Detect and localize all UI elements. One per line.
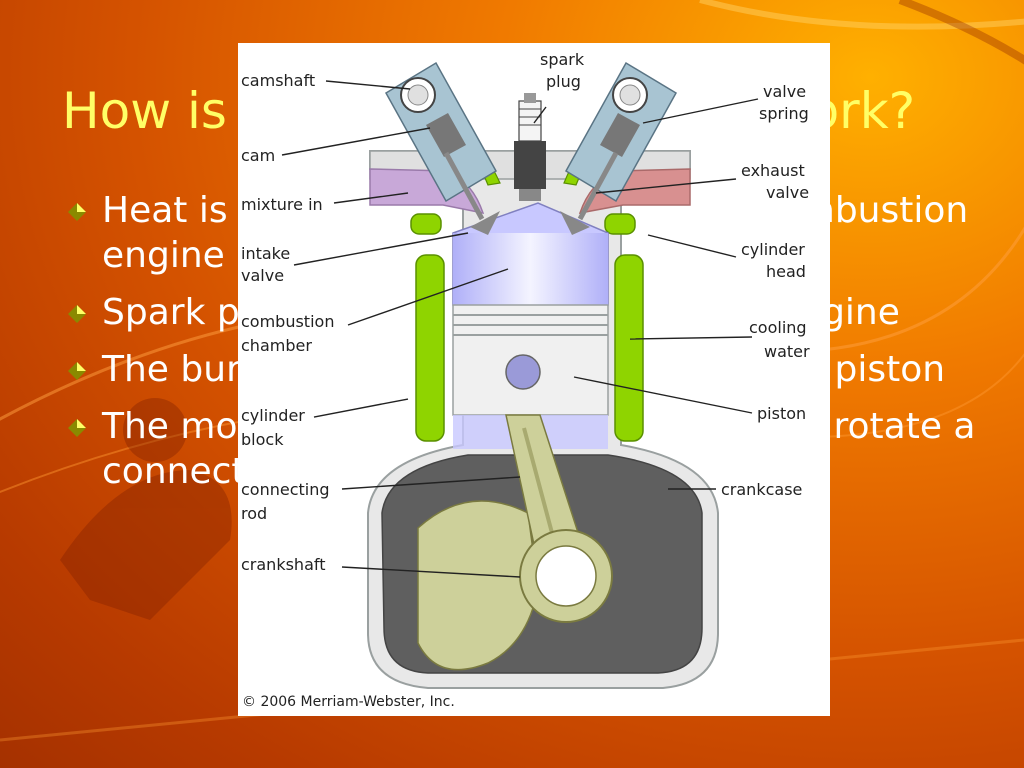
copyright-text: © 2006 Merriam-Webster, Inc. (242, 694, 455, 710)
label-exhaust-valve: exhaust (741, 161, 805, 180)
label-camshaft: camshaft (241, 71, 315, 90)
label-cooling-water: water (764, 342, 810, 361)
label-cylinder-head: head (766, 262, 806, 281)
label-crankcase: crankcase (721, 480, 802, 499)
cooling-water-left (415, 254, 445, 442)
diamond-bullet-icon (68, 203, 86, 221)
runner-silhouette-decoration (60, 398, 232, 620)
label-valve-spring: valve (763, 82, 806, 101)
label-piston: piston (757, 404, 806, 423)
label-exhaust-valve: valve (766, 183, 809, 202)
label-valve-spring: spring (759, 104, 809, 123)
label-combustion-chamber: combustion (241, 312, 334, 331)
label-combustion-chamber: chamber (241, 336, 312, 355)
engine-cross-section: camshaft spark plug valve spring cam exh… (241, 50, 810, 689)
label-connecting-rod: connecting (241, 480, 330, 499)
diamond-bullet-icon (68, 362, 86, 380)
label-cooling-water: cooling (749, 318, 807, 337)
label-mixture-in: mixture in (241, 195, 323, 214)
label-spark-plug: spark (540, 50, 585, 69)
label-intake-valve: valve (241, 266, 284, 285)
label-cam: cam (241, 146, 275, 165)
label-cylinder-head: cylinder (741, 240, 805, 259)
crank-counterweight (417, 500, 539, 671)
label-connecting-rod: rod (241, 504, 267, 523)
label-spark-plug: plug (546, 72, 581, 91)
cooling-water-right (614, 254, 644, 442)
label-cylinder-block: cylinder (241, 406, 305, 425)
label-cylinder-block: block (241, 430, 284, 449)
label-intake-valve: intake (241, 244, 290, 263)
exhaust-valve-assembly (560, 61, 678, 235)
spark-plug (514, 93, 546, 201)
piston (452, 304, 609, 416)
diamond-bullet-icon (68, 305, 86, 323)
leader-lines (281, 80, 759, 578)
label-crankshaft: crankshaft (241, 555, 326, 574)
engine-diagram: camshaft spark plug valve spring cam exh… (238, 43, 830, 716)
intake-valve-assembly (384, 61, 500, 235)
diamond-bullet-icon (68, 419, 86, 437)
